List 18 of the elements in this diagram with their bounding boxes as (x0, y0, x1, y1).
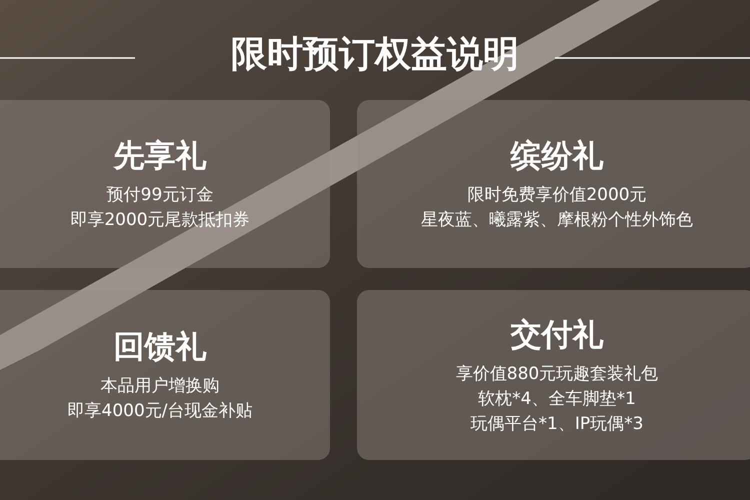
card-text: 限时免费享价值2000元 (467, 184, 647, 207)
card-text: 星夜蓝、曦露紫、摩根粉个性外饰色 (421, 209, 693, 232)
card-heading: 交付礼 (510, 316, 604, 354)
benefit-card (357, 290, 750, 460)
benefit-card (0, 290, 330, 460)
benefit-card (357, 100, 750, 268)
card-heading: 先享礼 (114, 137, 206, 176)
card-heading: 缤纷礼 (510, 137, 604, 176)
card-text: 软枕*4、全车脚垫*1 (478, 388, 636, 410)
title: 限时预订权益说明 (231, 34, 519, 75)
card-text: 玩偶平台*1、IP玩偶*3 (470, 412, 644, 436)
card-text: 即享4000元/台现金补贴 (68, 400, 252, 423)
benefit-card (0, 100, 330, 268)
card-text: 即享2000元尾款抵扣券 (70, 209, 250, 232)
card-text: 预付99元订金 (106, 184, 214, 207)
card-text: 本品用户增换购 (100, 375, 220, 398)
card-heading: 回馈礼 (114, 328, 206, 367)
card-text: 享价值880元玩趣套装礼包 (456, 362, 658, 386)
